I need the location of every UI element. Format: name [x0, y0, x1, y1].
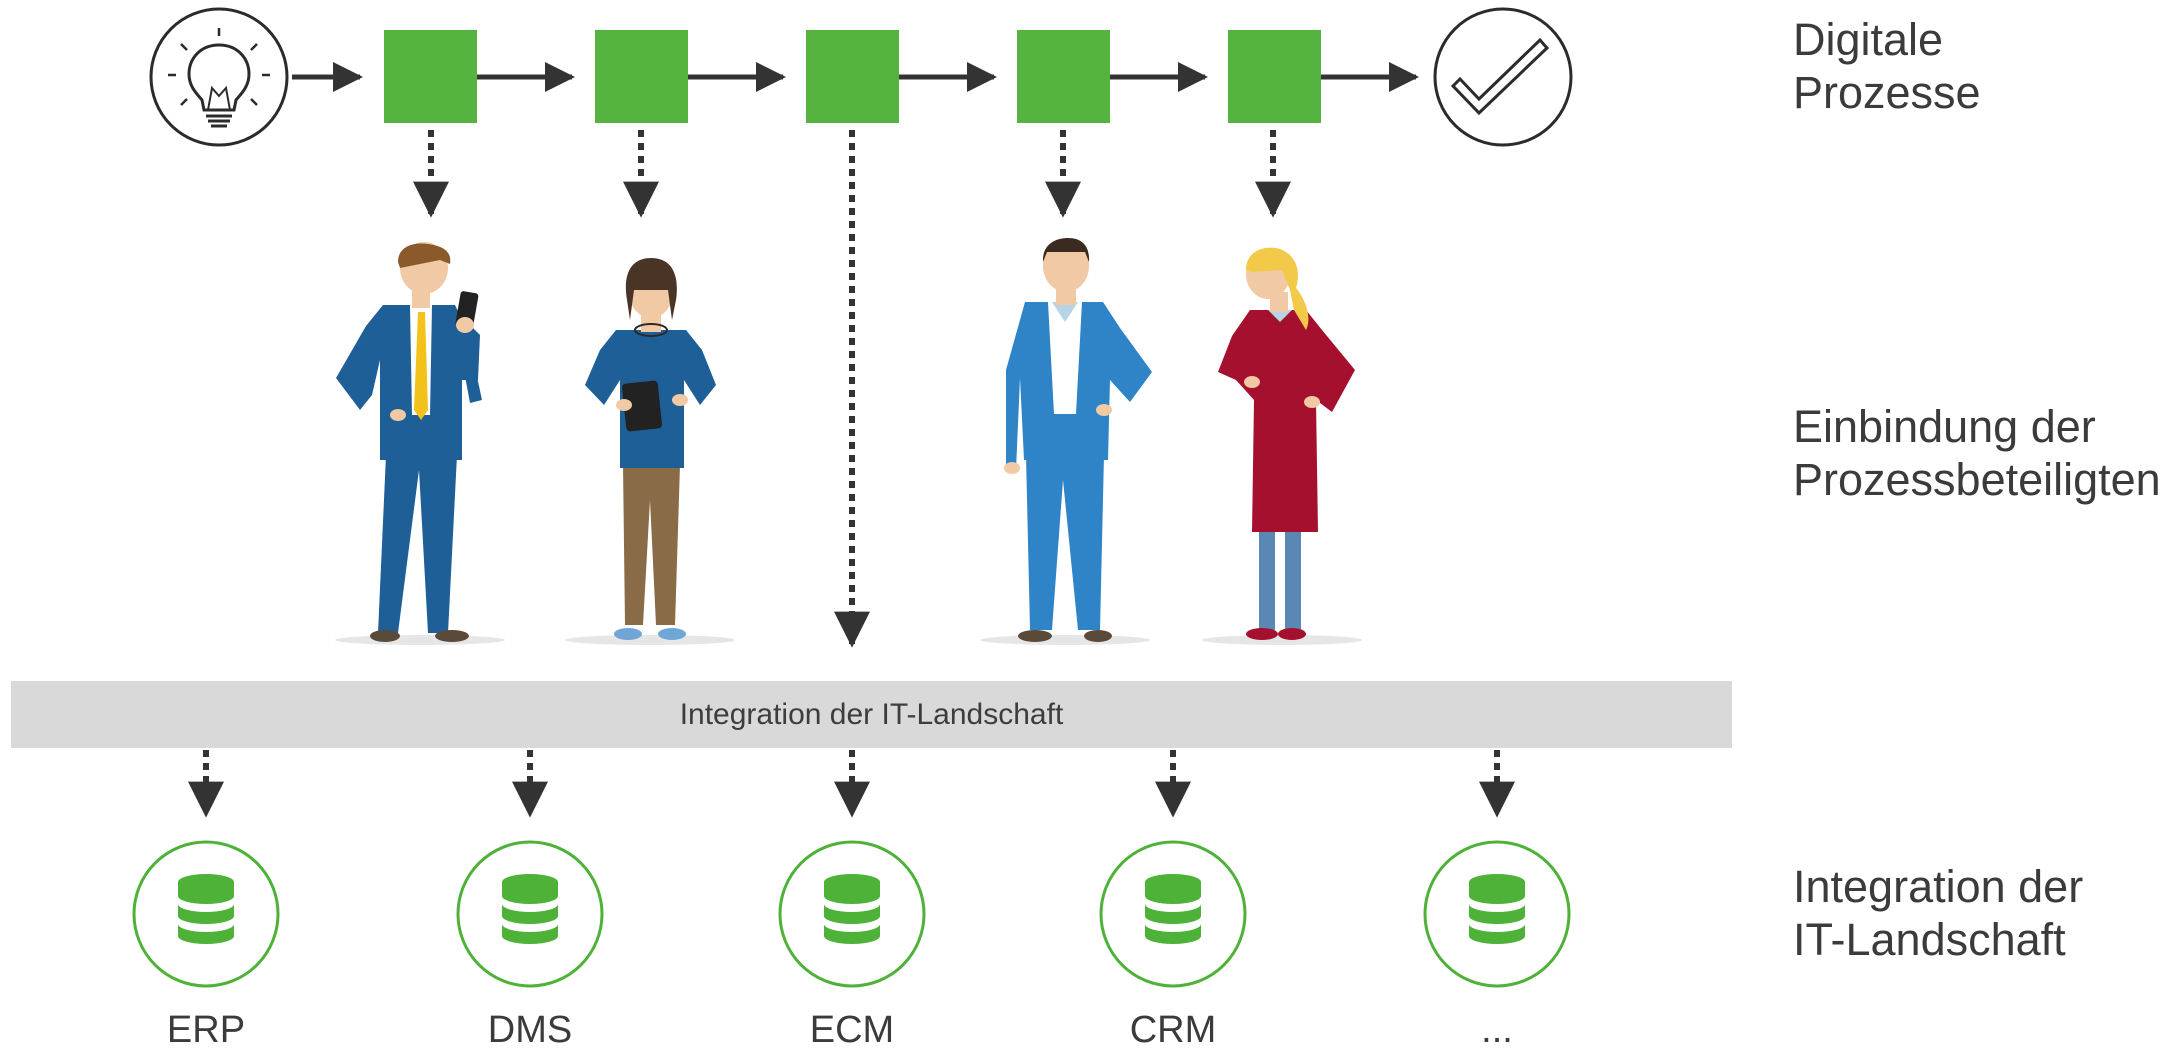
system-label-crm: CRM: [1129, 1009, 1217, 1050]
row-label-participants: Einbindung der Prozessbeteiligten: [1793, 400, 2161, 506]
process-step: [595, 30, 688, 123]
integration-bar: Integration der IT-Landschaft: [11, 681, 1732, 748]
database-crm: [1099, 840, 1247, 988]
database-icon: [1145, 874, 1201, 944]
database-ecm: [778, 840, 926, 988]
row-label-line: Digitale: [1793, 14, 1944, 65]
bar-down-arrows: [188, 750, 1515, 818]
process-step: [806, 30, 899, 123]
row-label-line: Prozessbeteiligten: [1793, 454, 2161, 505]
system-label-ecm: ECM: [809, 1009, 895, 1050]
participant-woman-red: [1202, 247, 1362, 645]
database-dms: [456, 840, 604, 988]
database-icon: [502, 874, 558, 944]
participant-woman-tablet: [565, 258, 735, 645]
row-label-line: Integration der: [1793, 861, 2084, 912]
database-erp: [132, 840, 280, 988]
database-icon: [178, 874, 234, 944]
database-more: [1423, 840, 1571, 988]
database-icon: [1469, 874, 1525, 944]
system-label-dms: DMS: [487, 1009, 573, 1050]
database-icon: [824, 874, 880, 944]
checkmark-icon: [1433, 7, 1573, 147]
system-label-more: ...: [1481, 1009, 1513, 1050]
participant-man-light-blue: [980, 238, 1152, 645]
row-label-line: Prozesse: [1793, 67, 1981, 118]
integration-bar-label: Integration der IT-Landschaft: [679, 697, 1064, 731]
system-label-erp: ERP: [166, 1009, 246, 1050]
row-label-integration: Integration der IT-Landschaft: [1793, 860, 2083, 966]
row-label-line: Einbindung der: [1793, 401, 2096, 452]
process-step: [1228, 30, 1321, 123]
process-step: [384, 30, 477, 123]
step-down-arrows: [413, 130, 1291, 648]
process-step: [1017, 30, 1110, 123]
row-label-line: IT-Landschaft: [1793, 914, 2066, 965]
row-label-processes: Digitale Prozesse: [1793, 13, 1981, 119]
lightbulb-icon: [149, 7, 289, 147]
process-flow: [149, 7, 1573, 147]
participant-businessman: [335, 242, 505, 645]
